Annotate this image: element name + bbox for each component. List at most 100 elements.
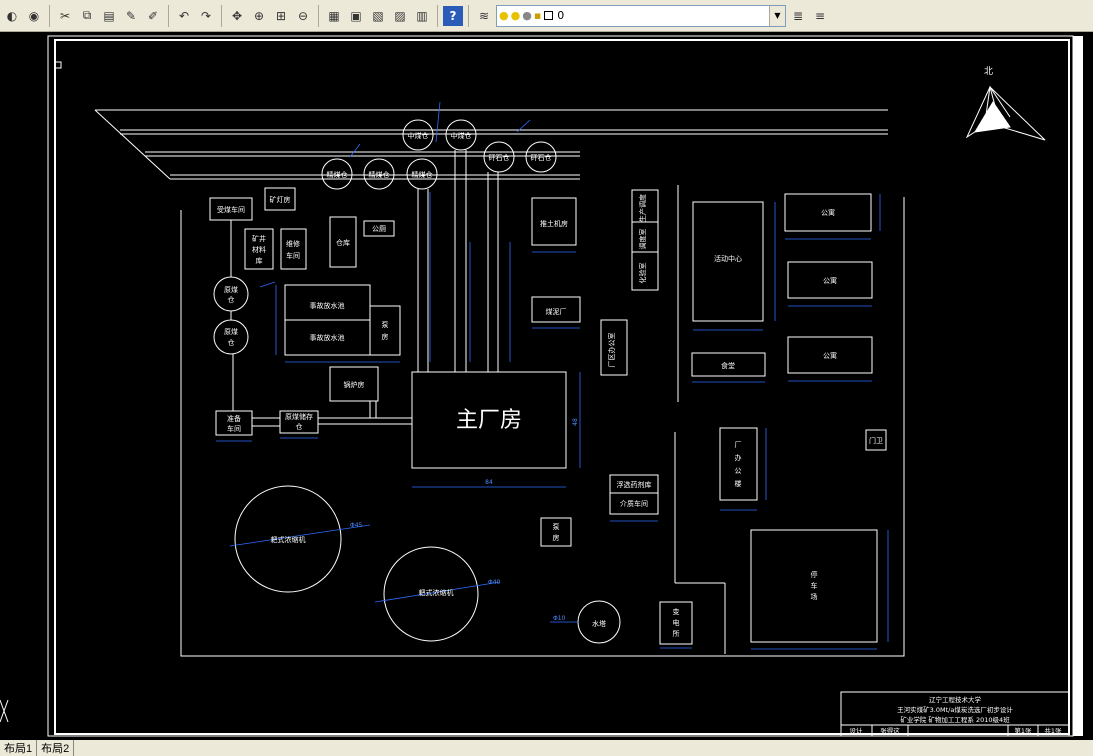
- scrollbar[interactable]: [1073, 36, 1083, 736]
- silo-gangue-2: [525, 141, 557, 173]
- label-raw-storage-2: 仓: [296, 422, 303, 431]
- layers-icon[interactable]: ≋: [478, 8, 490, 23]
- main-plant: [411, 371, 567, 469]
- apartment-3: [787, 336, 873, 374]
- apartment-1: [784, 193, 872, 232]
- label-silo-fine-2: 精煤仓: [369, 170, 390, 179]
- freeze-icon: ●: [522, 9, 532, 22]
- pan-icon[interactable]: ✥: [231, 8, 243, 23]
- apartment-2: [787, 261, 873, 299]
- label-substation-3: 所: [673, 629, 680, 638]
- label-silo-mid-1: 中煤仓: [408, 131, 429, 140]
- repair-shop: [280, 228, 307, 270]
- properties-icon[interactable]: ▦: [328, 8, 340, 23]
- north-arrow-icon: [965, 85, 1046, 141]
- label-parking-1: 停: [811, 570, 818, 579]
- match-properties-icon[interactable]: ✐: [147, 8, 159, 23]
- silo-fine-1: [321, 158, 353, 190]
- label-raw-silo1-1: 原煤: [224, 285, 238, 294]
- zoom-realtime-icon[interactable]: ⊕: [253, 8, 265, 23]
- title-sheet: 第1张: [1014, 726, 1032, 735]
- label-canteen: 食堂: [721, 361, 735, 370]
- label-toilet: 公厕: [372, 225, 386, 233]
- raw-silo-2: [213, 319, 249, 355]
- frame-border: [54, 39, 1070, 735]
- north-label: 北: [984, 66, 993, 77]
- title-block: [840, 691, 1070, 737]
- markup-icon[interactable]: ▨: [394, 8, 406, 23]
- brush-icon[interactable]: ✎: [125, 8, 137, 23]
- flotation-building: [609, 474, 659, 515]
- label-repair-1: 维修: [286, 239, 300, 248]
- label-gate: 门卫: [869, 436, 883, 445]
- label-raw-silo1-2: 仓: [228, 295, 235, 304]
- label-substation-2: 电: [673, 618, 680, 627]
- undo-icon[interactable]: ↶: [178, 8, 190, 23]
- toolbar: ◐ ◉ ✂ ⧉ ▤ ✎ ✐ ↶ ↷ ✥ ⊕ ⊞ ⊖ ▦ ▣ ▧ ▨ ▥ ? ≋ …: [0, 0, 1093, 32]
- copy-icon[interactable]: ⧉: [82, 8, 92, 22]
- label-warehouse: 仓库: [336, 238, 350, 247]
- label-pump1-2: 房: [382, 332, 389, 341]
- canteen: [691, 352, 766, 377]
- layer-prev-icon[interactable]: ◐: [6, 8, 18, 23]
- cut-icon[interactable]: ✂: [59, 8, 71, 23]
- label-pump2-1: 泵: [553, 523, 560, 531]
- label-office-building-2: 办: [735, 453, 742, 462]
- silo-fine-3: [406, 158, 438, 190]
- label-mine-material-3: 库: [256, 256, 263, 265]
- tab-layout2[interactable]: 布局2: [37, 740, 75, 756]
- office-building: [719, 427, 758, 501]
- silo-fine-2: [363, 158, 395, 190]
- label-silo-mid-2: 中煤仓: [451, 131, 472, 140]
- gate-house: [865, 429, 887, 451]
- title-designer: 张得这: [880, 726, 900, 735]
- paste-icon[interactable]: ▤: [103, 8, 115, 23]
- dim-thickener-1: Φ45: [350, 522, 363, 529]
- label-thickener-1: 耙式浓缩机: [271, 535, 306, 544]
- layer-name: 0: [557, 9, 565, 22]
- title-designer-label: 设计: [850, 726, 864, 735]
- calculator-icon[interactable]: ▥: [416, 8, 428, 23]
- dim-thickener-2: Φ40: [488, 579, 501, 586]
- toolbar-separator: [437, 4, 438, 27]
- help-icon[interactable]: ?: [443, 5, 463, 26]
- zoom-previous-icon[interactable]: ⊖: [297, 8, 309, 23]
- tab-layout1[interactable]: 布局1: [0, 740, 38, 756]
- design-center-icon[interactable]: ▣: [350, 8, 362, 23]
- label-slime-plant: 煤泥厂: [546, 307, 567, 316]
- title-university: 辽宁工程技术大学: [929, 695, 982, 704]
- toilet: [363, 220, 395, 237]
- label-mine-material-2: 材料: [252, 245, 266, 254]
- dimension-lines: [216, 101, 889, 650]
- toolbar-separator: [168, 4, 169, 27]
- label-bulldozer: 推土机房: [540, 219, 568, 228]
- layer-dropdown[interactable]: ● ● ● ▪ 0 ▼: [496, 4, 786, 27]
- label-office-building-3: 公: [735, 467, 742, 475]
- label-parking-3: 场: [811, 592, 818, 601]
- pump-room-1: [369, 305, 401, 356]
- label-flotation-2: 介质车间: [620, 499, 648, 508]
- make-current-layer-icon[interactable]: ≣: [792, 8, 804, 23]
- tool-palette-icon[interactable]: ▧: [372, 8, 384, 23]
- drawing-canvas[interactable]: 北 中煤仓 中煤仓 精煤仓 精煤仓 精煤仓 矸石仓 矸石仓 受煤车间 矿灯房 矿…: [0, 32, 1093, 740]
- bulldozer-room: [531, 197, 577, 246]
- label-parking-2: 车: [811, 581, 818, 590]
- chevron-down-icon[interactable]: ▼: [769, 5, 785, 26]
- label-production-1: 生产调度: [638, 194, 647, 222]
- redo-icon[interactable]: ↷: [200, 8, 212, 23]
- slime-plant: [531, 296, 581, 323]
- label-boiler: 锅炉房: [344, 380, 365, 389]
- pump-room-2: [540, 517, 572, 547]
- layer-previous-icon[interactable]: ≡: [814, 8, 826, 23]
- label-prep-2: 车间: [227, 424, 241, 433]
- label-water-tower: 水塔: [592, 619, 606, 628]
- globe-icon[interactable]: ◉: [28, 8, 40, 23]
- conveyor-lines: [94, 109, 888, 180]
- zoom-window-icon[interactable]: ⊞: [275, 8, 287, 23]
- thickener-1: [234, 485, 342, 593]
- toolbar-separator: [468, 4, 469, 27]
- label-office-plant: 厂区办公室: [607, 333, 616, 368]
- label-activity-center: 活动中心: [714, 254, 742, 263]
- label-substation-1: 变: [673, 607, 680, 616]
- label-silo-fine-1: 精煤仓: [327, 170, 348, 179]
